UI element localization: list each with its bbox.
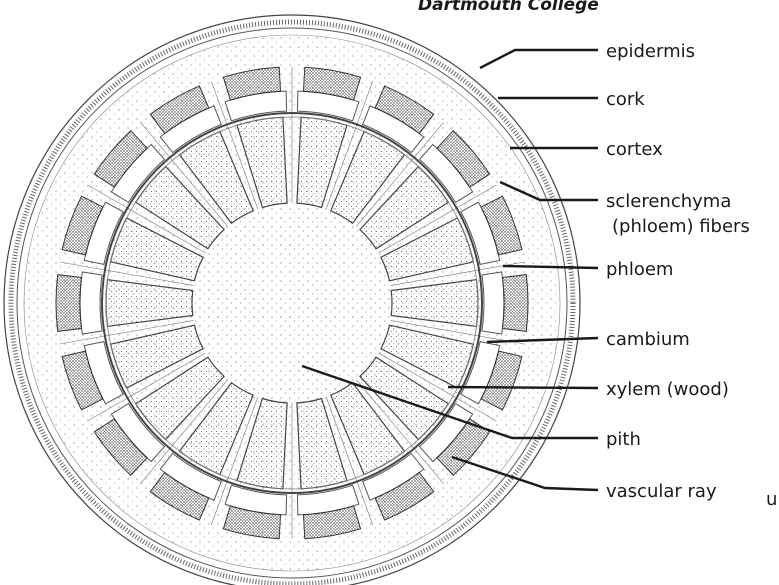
label-cork: cork bbox=[606, 89, 645, 110]
label-sclerenchyma: sclerenchyma bbox=[606, 191, 731, 212]
label-phloem-fibers: (phloem) fibers bbox=[612, 216, 750, 237]
leader-xylem bbox=[448, 387, 598, 388]
corner-text: u bbox=[766, 489, 777, 510]
label-cambium: cambium bbox=[606, 329, 690, 350]
phloem-band bbox=[80, 272, 102, 334]
label-pith: pith bbox=[606, 429, 641, 450]
label-vascular-ray: vascular ray bbox=[606, 481, 717, 502]
phloem-band bbox=[482, 272, 504, 334]
label-phloem: phloem bbox=[606, 259, 673, 280]
sclerenchyma-cap bbox=[503, 275, 529, 332]
header-text: Dartmouth College bbox=[418, 0, 599, 15]
labels: epidermis cork cortex sclerenchyma (phlo… bbox=[606, 41, 777, 510]
label-cortex: cortex bbox=[606, 139, 663, 160]
label-xylem: xylem (wood) bbox=[606, 379, 729, 400]
leader-epidermis bbox=[480, 50, 598, 68]
label-epidermis: epidermis bbox=[606, 41, 695, 62]
sclerenchyma-cap bbox=[56, 275, 82, 332]
